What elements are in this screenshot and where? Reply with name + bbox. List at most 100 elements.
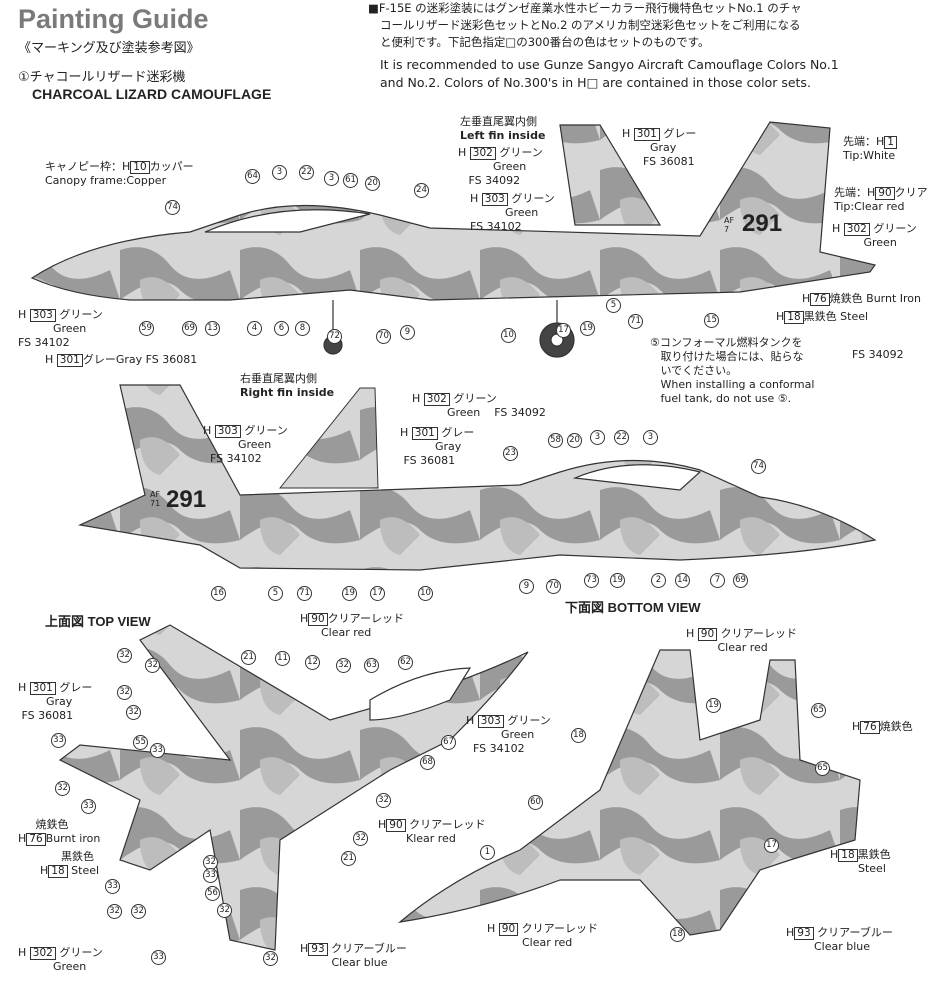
callout-number: 19 bbox=[706, 698, 721, 713]
callout-number: 4 bbox=[247, 321, 262, 336]
callout-number: 32 bbox=[376, 793, 391, 808]
side2-green302-label: H 302 グリーン Green FS 34092 bbox=[412, 392, 546, 419]
callout-number: 32 bbox=[55, 781, 70, 796]
callout-number: 73 bbox=[584, 573, 599, 588]
callout-number: 71 bbox=[297, 586, 312, 601]
callout-number: 3 bbox=[590, 430, 605, 445]
conformal-note: ⑤コンフォーマル燃料タンクを 取り付けた場合には、貼らな いでください。 Whe… bbox=[650, 336, 815, 405]
side-view-1 bbox=[30, 121, 877, 358]
callout-number: 19 bbox=[610, 573, 625, 588]
callout-number: 19 bbox=[580, 321, 595, 336]
side2-tail-code: AF 71 bbox=[150, 490, 161, 508]
callout-number: 17 bbox=[764, 838, 779, 853]
callout-number: 17 bbox=[556, 323, 571, 338]
side-view-2 bbox=[77, 384, 877, 571]
callout-number: 33 bbox=[81, 799, 96, 814]
callout-number: 12 bbox=[305, 655, 320, 670]
callout-number: 9 bbox=[519, 579, 534, 594]
callout-number: 68 bbox=[420, 755, 435, 770]
callout-number: 69 bbox=[182, 321, 197, 336]
callout-number: 72 bbox=[327, 329, 342, 344]
tail-number: 291 bbox=[742, 210, 783, 237]
callout-number: 18 bbox=[670, 927, 685, 942]
callout-number: 55 bbox=[133, 735, 148, 750]
callout-number: 62 bbox=[398, 655, 413, 670]
page-subtitle: 《マーキング及び塗装参考図》 bbox=[18, 41, 200, 56]
note-jp-1: ■F-15E の迷彩塗装にはグンゼ産業水性ホビーカラー飛行機特色セットNo.1 … bbox=[368, 1, 802, 15]
callout-number: 67 bbox=[441, 735, 456, 750]
top-gray-label: H 301 グレー Gray FS 36081 bbox=[18, 681, 93, 722]
bottom-clear-red-label: H 90 クリアーレッド Clear red bbox=[686, 627, 797, 654]
callout-number: 60 bbox=[528, 795, 543, 810]
top-view-title: 上面図 TOP VIEW bbox=[45, 614, 151, 629]
callout-number: 32 bbox=[353, 831, 368, 846]
callout-number: 32 bbox=[336, 658, 351, 673]
callout-number: 1 bbox=[480, 845, 495, 860]
callout-number: 20 bbox=[567, 433, 582, 448]
tail-code: AF 7 bbox=[724, 216, 735, 234]
callout-number: 33 bbox=[105, 879, 120, 894]
note-jp-2: コールリザード迷彩色セットとNo.2 のアメリカ制空迷彩色セットをご利用になる bbox=[380, 18, 801, 32]
callout-number: 5 bbox=[606, 298, 621, 313]
callout-number: 65 bbox=[811, 703, 826, 718]
right-fin-inset bbox=[278, 387, 379, 489]
callout-number: 5 bbox=[268, 586, 283, 601]
callout-number: 64 bbox=[245, 169, 260, 184]
callout-number: 56 bbox=[205, 886, 220, 901]
callout-number: 19 bbox=[342, 586, 357, 601]
callout-number: 70 bbox=[546, 579, 561, 594]
callout-number: 13 bbox=[205, 321, 220, 336]
side2-green303-label: H 303 グリーン Green FS 34102 bbox=[203, 424, 288, 465]
callout-number: 17 bbox=[370, 586, 385, 601]
callout-number: 10 bbox=[501, 328, 516, 343]
side2-tail-number: 291 bbox=[166, 486, 207, 513]
callout-number: 23 bbox=[503, 446, 518, 461]
fs-extra: FS 34092 bbox=[852, 348, 904, 361]
callout-number: 14 bbox=[675, 573, 690, 588]
note-en-2: and No.2. Colors of No.300's in H□ are c… bbox=[380, 75, 811, 90]
callout-number: 33 bbox=[51, 733, 66, 748]
bottom-clear-red2-label: H 90 クリアーレッド Clear red bbox=[487, 922, 598, 949]
callout-number: 32 bbox=[117, 648, 132, 663]
scheme-title-en: CHARCOAL LIZARD CAMOUFLAGE bbox=[32, 86, 272, 102]
callout-number: 3 bbox=[272, 165, 287, 180]
page-title: Painting Guide bbox=[18, 4, 209, 34]
callout-number: 21 bbox=[341, 851, 356, 866]
callout-number: 20 bbox=[365, 176, 380, 191]
callout-number: 65 bbox=[815, 761, 830, 776]
side2-gray-label: H 301 グレー Gray FS 36081 bbox=[400, 426, 475, 467]
callout-number: 32 bbox=[126, 705, 141, 720]
top-view-plane bbox=[58, 624, 529, 951]
fin-green302-label: H 302 グリーン Green FS 34092 bbox=[458, 146, 543, 187]
callout-number: 63 bbox=[364, 658, 379, 673]
callout-number: 18 bbox=[571, 728, 586, 743]
callout-number: 3 bbox=[324, 171, 339, 186]
scheme-title-jp: ①チャコールリザード迷彩機 bbox=[18, 70, 186, 85]
callout-number: 11 bbox=[275, 651, 290, 666]
callout-number: 8 bbox=[295, 321, 310, 336]
callout-number: 2 bbox=[651, 573, 666, 588]
callout-number: 61 bbox=[343, 173, 358, 188]
callout-number: 32 bbox=[117, 685, 132, 700]
callout-number: 16 bbox=[211, 586, 226, 601]
callout-number: 21 bbox=[241, 650, 256, 665]
top-green302-label: H 302 グリーン Green bbox=[18, 946, 103, 973]
callout-number: 32 bbox=[217, 903, 232, 918]
callout-number: 33 bbox=[203, 868, 218, 883]
callout-number: 69 bbox=[733, 573, 748, 588]
tail-green-label: H 302 グリーン Green bbox=[832, 222, 917, 249]
bottom-view-title: 下面図 BOTTOM VIEW bbox=[565, 600, 701, 615]
callout-number: 71 bbox=[628, 314, 643, 329]
